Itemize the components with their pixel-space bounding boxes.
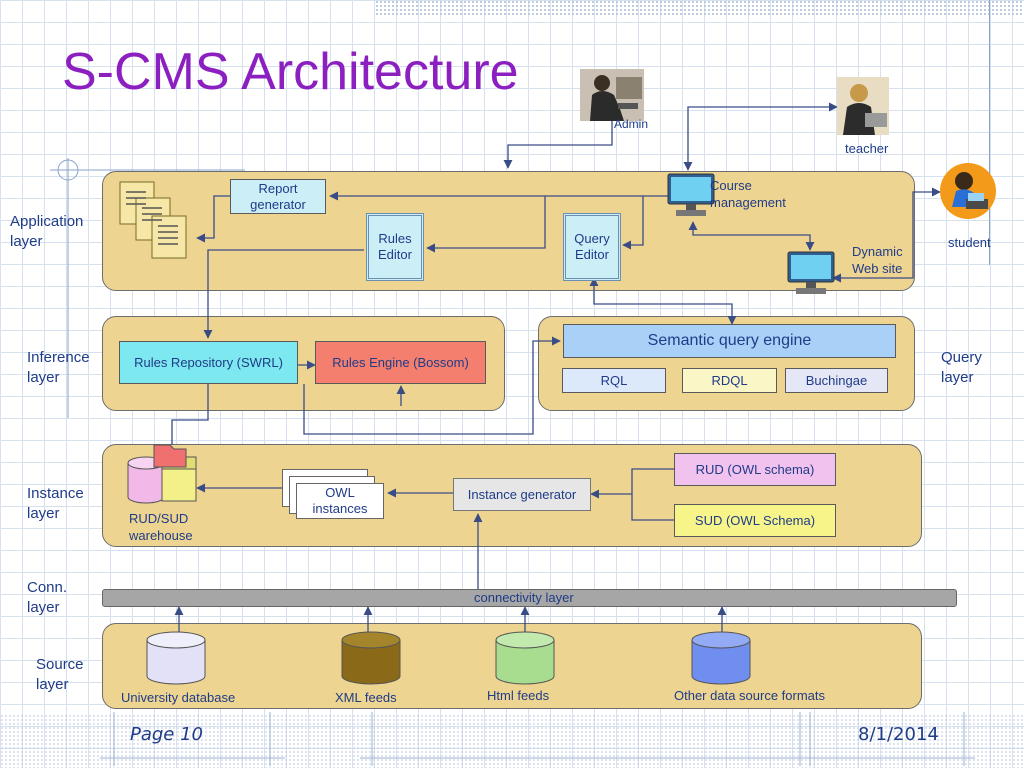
buchingae-box: Buchingae: [785, 368, 888, 393]
rules-editor-box: Rules Editor: [366, 213, 424, 281]
instance-generator-box: Instance generator: [453, 478, 591, 511]
rules-editor-label: Rules Editor: [378, 231, 412, 262]
footer-frame: [100, 712, 975, 766]
source-label-other-formats: Other data source formats: [674, 688, 826, 703]
dynamic-web-site-label: Dynamic Web site: [852, 244, 903, 276]
application-layer-label: Application layer: [10, 213, 84, 250]
semantic-query-engine-box: Semantic query engine: [563, 324, 896, 358]
footer-page-number: Page 10: [130, 724, 204, 745]
right-guide-line: [989, 0, 990, 265]
source-label-xml-feeds: XML feeds: [335, 690, 397, 705]
sud-schema-box: SUD (OWL Schema): [674, 504, 836, 537]
university-database-icon: [146, 631, 206, 685]
warehouse-icon: [127, 444, 197, 504]
student-label: student: [948, 235, 991, 250]
rdql-box: RDQL: [682, 368, 777, 393]
documents-icon: [119, 181, 187, 259]
teacher-icon: [837, 77, 889, 135]
rql-box: RQL: [562, 368, 666, 393]
report-generator-box: Report generator: [230, 179, 326, 214]
dynamic-web-site-monitor-icon: [787, 251, 835, 294]
owl-instances-box: OWL instances: [296, 483, 384, 519]
other-data-sources-icon: [691, 631, 751, 685]
bottom-dotted-band: [0, 714, 1024, 768]
page-title: S-CMS Architecture: [62, 43, 519, 101]
xml-feeds-icon: [341, 631, 401, 685]
rules-engine-box: Rules Engine (Bossom): [315, 341, 486, 384]
admin-label: Admin: [614, 117, 649, 131]
rud-schema-box: RUD (OWL schema): [674, 453, 836, 486]
admin-icon: [580, 69, 644, 121]
query-layer-label: Query layer: [941, 349, 982, 386]
query-editor-label: Query Editor: [574, 231, 610, 262]
query-editor-box: Query Editor: [563, 213, 621, 281]
student-icon: [940, 163, 996, 219]
connectivity-layer-label: connectivity layer: [474, 590, 574, 605]
source-label-university-database: University database: [121, 690, 236, 705]
course-management-monitor-icon: [667, 173, 715, 216]
crosshair-decoration: [50, 158, 245, 418]
source-layer-label: Source layer: [36, 656, 84, 693]
footer-date: 8/1/2014: [858, 724, 939, 745]
course-management-label: Course management: [710, 178, 786, 210]
source-label-html-feeds: Html feeds: [487, 688, 550, 703]
rules-repository-box: Rules Repository (SWRL): [119, 341, 298, 384]
teacher-label: teacher: [845, 141, 889, 156]
inference-layer-label: Inference layer: [27, 349, 90, 386]
warehouse-label: RUD/SUD warehouse: [129, 511, 193, 543]
html-feeds-icon: [495, 631, 555, 685]
instance-layer-label: Instance layer: [27, 485, 84, 522]
conn-layer-label: Conn. layer: [27, 579, 68, 616]
top-dotted-band: [375, 0, 1024, 16]
